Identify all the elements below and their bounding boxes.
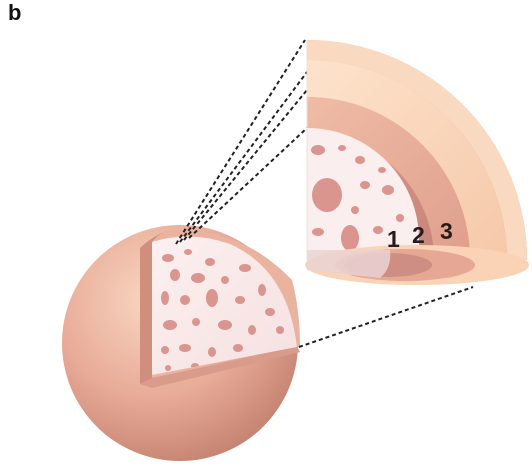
shell-cross-section — [305, 40, 529, 285]
layer-label-1: 1 — [387, 226, 400, 252]
layer-label-3: 3 — [440, 218, 453, 244]
layer-label-2: 2 — [412, 222, 425, 248]
